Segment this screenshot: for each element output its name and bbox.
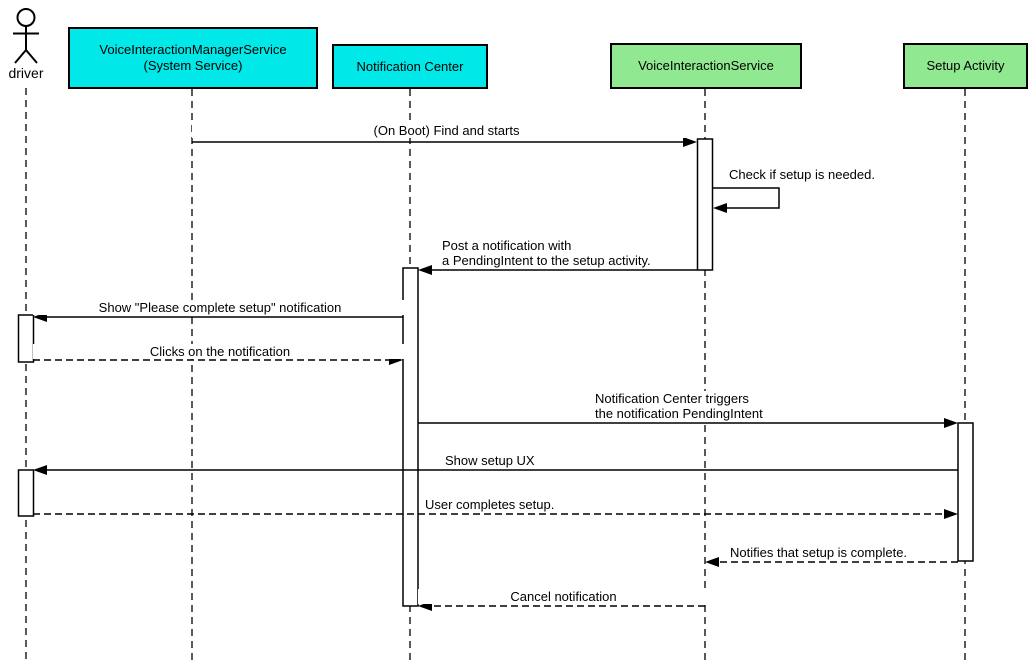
message-label-user-completes: User completes setup.	[423, 497, 557, 512]
message-label-cancel-notification: Cancel notification	[418, 589, 709, 604]
activation-voice-interaction-service	[696, 138, 714, 271]
arrowhead-post-notification	[418, 265, 432, 275]
arrowhead-user-completes	[944, 509, 958, 519]
arrowhead-check-setup	[713, 203, 727, 213]
message-label-show-please-complete: Show "Please complete setup" notificatio…	[33, 300, 407, 315]
participant-label-line2: (System Service)	[143, 58, 243, 73]
message-label-nc-triggers: Notification Center triggers the notific…	[593, 391, 765, 421]
participant-notification-center: Notification Center	[332, 44, 488, 89]
actor-driver-label: driver	[0, 65, 66, 81]
message-label-post-notification: Post a notification with a PendingIntent…	[440, 238, 653, 268]
actor-driver-icon	[13, 8, 39, 64]
message-label-on-boot: (On Boot) Find and starts	[192, 123, 701, 138]
message-label-clicks-notification: Clicks on the notification	[33, 344, 407, 359]
message-label-show-setup-ux: Show setup UX	[443, 453, 537, 468]
message-label-notifies-complete: Notifies that setup is complete.	[728, 545, 910, 560]
activation-bars	[17, 138, 974, 607]
activation-driver-1	[17, 314, 35, 363]
participant-setup-activity: Setup Activity	[903, 43, 1028, 89]
activation-setup-activity	[957, 422, 974, 562]
arrow-check-if-setup-needed-self	[713, 187, 780, 209]
arrowheads	[33, 137, 958, 611]
activation-driver-2	[17, 469, 35, 517]
message-label-check-setup: Check if setup is needed.	[727, 167, 877, 182]
participant-label: VoiceInteractionService	[638, 58, 774, 73]
activation-notification-center	[402, 267, 419, 607]
arrowhead-on-boot	[683, 137, 697, 147]
participant-voice-interaction-manager-service: VoiceInteractionManagerService (System S…	[68, 27, 318, 89]
arrowhead-nc-triggers	[944, 418, 958, 428]
participant-voice-interaction-service: VoiceInteractionService	[610, 43, 802, 89]
participant-label: Notification Center	[356, 58, 464, 74]
arrowhead-show-setup-ux	[33, 465, 47, 475]
message-lines	[33, 141, 958, 607]
participant-label-line1: VoiceInteractionManagerService	[99, 42, 287, 57]
participant-label: Setup Activity	[926, 58, 1005, 73]
arrowhead-notifies-complete	[705, 557, 719, 567]
